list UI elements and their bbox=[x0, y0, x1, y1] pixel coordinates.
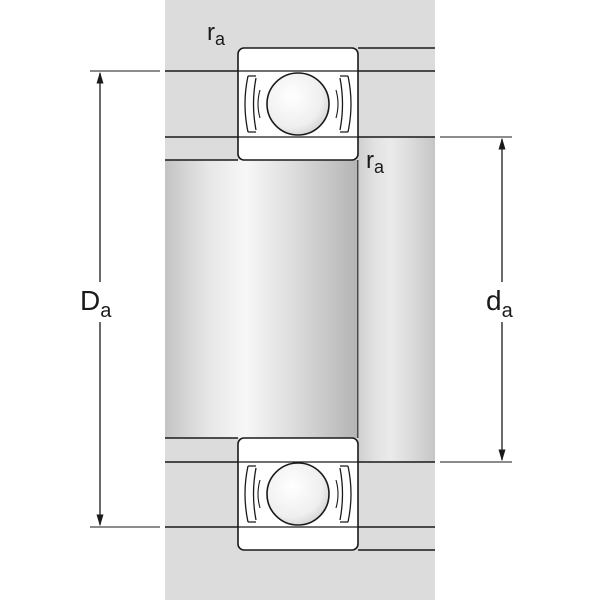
ball-bottom bbox=[266, 462, 330, 526]
shaft-diameter-extension-lines bbox=[440, 136, 512, 463]
fillet-label-top: ra bbox=[207, 19, 226, 49]
shaft-shoulder-gap bbox=[358, 137, 435, 462]
housing-shoulder-top bbox=[165, 47, 435, 161]
housing-shoulder-bottom bbox=[165, 437, 435, 551]
bearing-section-top bbox=[237, 47, 359, 161]
shaft-diameter-label: da bbox=[486, 285, 514, 322]
fillet-label-bore: ra bbox=[366, 147, 385, 177]
housing-diameter-extension-lines bbox=[90, 70, 160, 528]
housing-diameter-label: Da bbox=[80, 285, 112, 322]
bearing-section-bottom bbox=[237, 437, 359, 551]
shaft bbox=[165, 160, 358, 438]
ball-top bbox=[266, 72, 330, 136]
